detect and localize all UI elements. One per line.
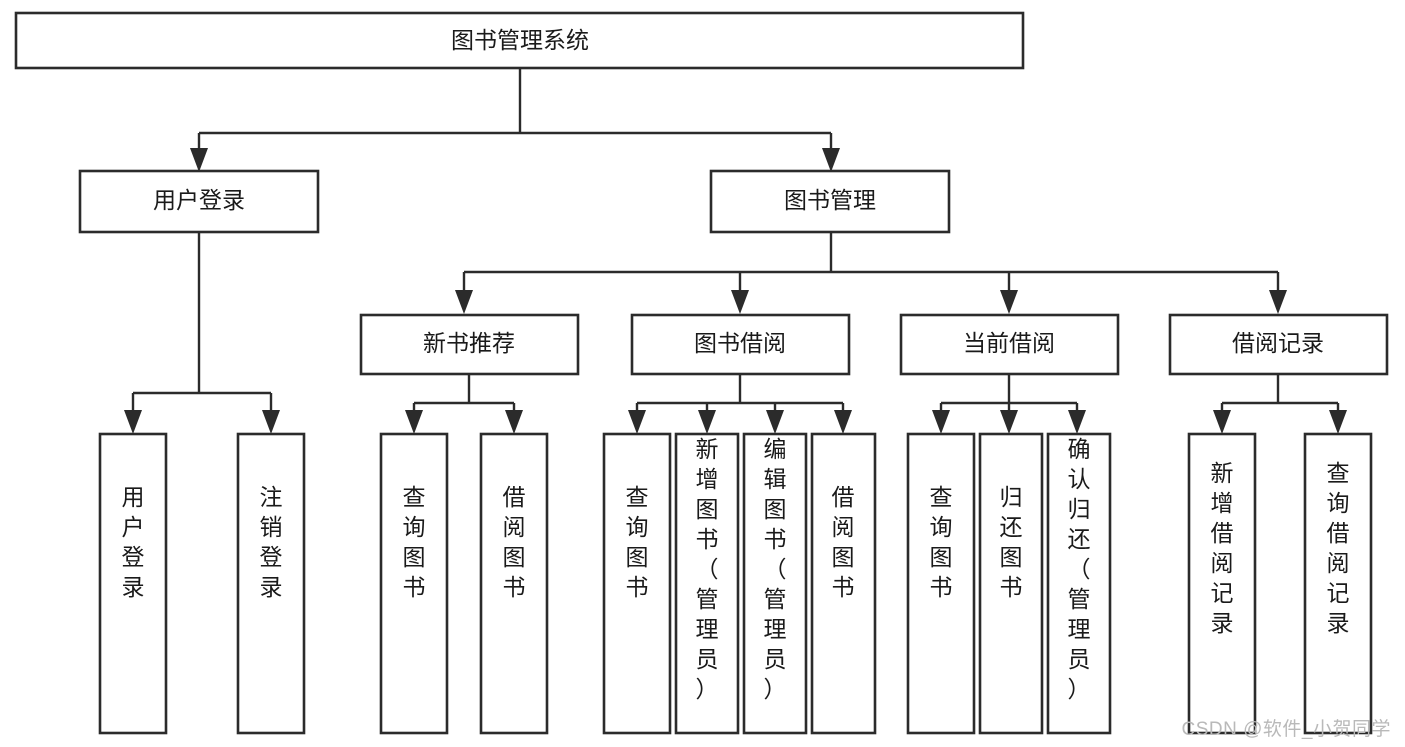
leaf-query-book-3-label: 查询图书 — [930, 484, 953, 600]
leaf-return-book-box[interactable] — [978, 432, 1044, 735]
arrowhead-to-leaf-query-book-3 — [932, 410, 950, 434]
arrowhead-to-leaf-query-book-2 — [628, 410, 646, 434]
leaf-query-book-1-box[interactable] — [379, 432, 449, 735]
leaf-borrow-book-1-label: 借阅图书 — [503, 484, 526, 600]
node-new-book-rec-box[interactable] — [359, 313, 580, 376]
arrowhead-to-current-borrow — [1000, 290, 1018, 314]
leaf-add-record[interactable]: 新增借阅记录 — [1187, 432, 1257, 735]
leaf-add-book-box[interactable] — [674, 432, 740, 735]
node-book-borrow-label: 图书借阅 — [694, 330, 786, 356]
node-user-login-box[interactable] — [78, 169, 320, 234]
connector-book-mgmt-trunk — [462, 232, 1280, 302]
leaf-return-book-label: 归还图书 — [1000, 484, 1023, 600]
node-book-mgmt[interactable]: 图书管理 — [709, 169, 951, 234]
arrowhead-to-borrow-record — [1269, 290, 1287, 314]
arrowhead-to-leaf-borrow-book-1 — [505, 410, 523, 434]
leaf-user-login-label: 用户登录 — [122, 484, 145, 600]
connector-root-trunk — [197, 68, 833, 160]
leaf-edit-book[interactable]: 编辑图书（管理员） — [742, 432, 808, 735]
arrowhead-to-leaf-user-login — [124, 410, 142, 434]
leaf-query-book-3[interactable]: 查询图书 — [906, 432, 976, 735]
arrowhead-to-leaf-query-book-1 — [405, 410, 423, 434]
leaf-edit-book-box[interactable] — [742, 432, 808, 735]
leaf-confirm-return[interactable]: 确认归还（管理员） — [1046, 432, 1112, 735]
leaf-borrow-book-1[interactable]: 借阅图书 — [479, 432, 549, 735]
connector-borrow-record-trunk — [1220, 374, 1340, 422]
leaf-add-record-label: 新增借阅记录 — [1211, 460, 1234, 636]
node-borrow-record-label: 借阅记录 — [1232, 330, 1324, 356]
node-book-mgmt-box[interactable] — [709, 169, 951, 234]
leaf-query-book-2-label: 查询图书 — [626, 484, 649, 600]
node-borrow-record[interactable]: 借阅记录 — [1168, 313, 1389, 376]
arrowhead-to-leaf-logout — [262, 410, 280, 434]
leaf-add-book[interactable]: 新增图书（管理员） — [674, 432, 740, 735]
connector-layer — [124, 68, 1347, 434]
leaf-logout-label: 注销登录 — [260, 484, 283, 600]
node-user-login[interactable]: 用户登录 — [78, 169, 320, 234]
node-root-box[interactable] — [14, 11, 1025, 70]
leaf-return-book[interactable]: 归还图书 — [978, 432, 1044, 735]
leaf-query-record[interactable]: 查询借阅记录 — [1303, 432, 1373, 735]
arrowhead-to-leaf-add-record — [1213, 410, 1231, 434]
leaf-confirm-return-label: 确认归还（管理员） — [1068, 436, 1091, 702]
node-new-book-rec-label: 新书推荐 — [423, 330, 515, 356]
leaf-borrow-book-1-box[interactable] — [479, 432, 549, 735]
arrowhead-to-leaf-return-book — [1000, 410, 1018, 434]
leaf-query-book-3-box[interactable] — [906, 432, 976, 735]
arrowhead-to-leaf-borrow-book-2 — [834, 410, 852, 434]
leaf-confirm-return-box[interactable] — [1046, 432, 1112, 735]
arrowhead-to-new-book-rec — [455, 290, 473, 314]
node-new-book-rec[interactable]: 新书推荐 — [359, 313, 580, 376]
leaf-add-record-box[interactable] — [1187, 432, 1257, 735]
node-root[interactable]: 图书管理系统 — [14, 11, 1025, 70]
leaf-logout-box[interactable] — [236, 432, 306, 735]
arrowhead-to-book-borrow — [731, 290, 749, 314]
node-book-mgmt-label: 图书管理 — [784, 187, 876, 213]
connector-new-book-rec-trunk — [412, 374, 516, 422]
leaf-user-login[interactable]: 用户登录 — [98, 432, 168, 735]
leaf-edit-book-label: 编辑图书（管理员） — [764, 436, 787, 702]
node-user-login-label: 用户登录 — [153, 187, 245, 213]
leaf-query-book-2-box[interactable] — [602, 432, 672, 735]
leaf-query-record-box[interactable] — [1303, 432, 1373, 735]
node-current-borrow-box[interactable] — [899, 313, 1120, 376]
node-book-borrow-box[interactable] — [630, 313, 851, 376]
node-current-borrow[interactable]: 当前借阅 — [899, 313, 1120, 376]
csdn-watermark: CSDN @软件_小贺同学 — [1181, 719, 1391, 740]
arrowhead-to-book-mgmt — [822, 148, 840, 172]
arrowhead-to-leaf-confirm-return — [1068, 410, 1086, 434]
arrowhead-to-leaf-edit-book — [766, 410, 784, 434]
node-current-borrow-label: 当前借阅 — [963, 330, 1055, 356]
arrowhead-to-user-login — [190, 148, 208, 172]
connector-user-login-trunk — [131, 232, 273, 422]
leaf-logout[interactable]: 注销登录 — [236, 432, 306, 735]
leaf-query-record-label: 查询借阅记录 — [1327, 460, 1350, 636]
arrowhead-to-leaf-add-book — [698, 410, 716, 434]
leaf-add-book-label: 新增图书（管理员） — [696, 436, 719, 702]
leaf-borrow-book-2-box[interactable] — [810, 432, 877, 735]
leaf-borrow-book-2-label: 借阅图书 — [832, 484, 855, 600]
arrowhead-to-leaf-query-record — [1329, 410, 1347, 434]
leaf-query-book-2[interactable]: 查询图书 — [602, 432, 672, 735]
leaf-borrow-book-2[interactable]: 借阅图书 — [810, 432, 877, 735]
node-book-borrow[interactable]: 图书借阅 — [630, 313, 851, 376]
leaf-query-book-1[interactable]: 查询图书 — [379, 432, 449, 735]
node-borrow-record-box[interactable] — [1168, 313, 1389, 376]
connector-book-borrow-trunk — [635, 374, 845, 422]
node-root-label: 图书管理系统 — [451, 27, 589, 53]
leaf-query-book-1-label: 查询图书 — [403, 484, 426, 600]
leaf-user-login-box[interactable] — [98, 432, 168, 735]
